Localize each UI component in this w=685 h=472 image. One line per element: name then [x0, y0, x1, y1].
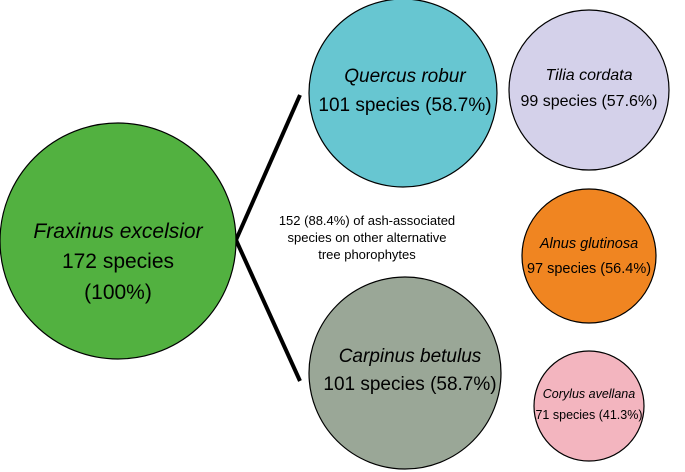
alnus-node: Alnus glutinosa 97 species (56.4%): [521, 188, 657, 324]
overlap-note-line-3: tree phorophytes: [318, 247, 416, 262]
fraxinus-circle: [0, 122, 237, 360]
tilia-node: Tilia cordata 99 species (57.6%): [508, 9, 670, 171]
quercus-count: 101 species (58.7%): [318, 95, 491, 116]
alnus-name: Alnus glutinosa: [539, 236, 638, 252]
quercus-name: Quercus robur: [344, 66, 466, 87]
carpinus-count: 101 species (58.7%): [323, 374, 496, 395]
fraxinus-percent: (100%): [84, 281, 152, 304]
fraxinus-name: Fraxinus excelsior: [33, 220, 203, 243]
corylus-count: 71 species (41.3%): [535, 408, 642, 422]
alnus-circle: [521, 188, 657, 324]
connector-to-carpinus: [234, 239, 302, 382]
corylus-circle: [533, 350, 645, 462]
overlap-note-line-2: species on other alternative: [288, 230, 447, 245]
carpinus-circle: [308, 276, 502, 470]
fraxinus-node: Fraxinus excelsior 172 species (100%): [0, 122, 237, 360]
quercus-circle: [308, 0, 498, 188]
corylus-name: Corylus avellana: [543, 387, 635, 401]
overlap-note: 152 (88.4%) of ash-associated species on…: [279, 213, 455, 262]
tilia-name: Tilia cordata: [545, 67, 632, 84]
quercus-node: Quercus robur 101 species (58.7%): [308, 0, 498, 188]
overlap-note-line-1: 152 (88.4%) of ash-associated: [279, 213, 455, 228]
connector-to-quercus: [234, 94, 302, 241]
fraxinus-count: 172 species: [62, 250, 174, 273]
tilia-circle: [508, 9, 670, 171]
carpinus-name: Carpinus betulus: [339, 346, 482, 367]
alnus-count: 97 species (56.4%): [527, 261, 651, 277]
corylus-node: Corylus avellana 71 species (41.3%): [533, 350, 645, 462]
tilia-count: 99 species (57.6%): [521, 93, 658, 110]
connector-lines: [234, 94, 302, 382]
carpinus-node: Carpinus betulus 101 species (58.7%): [308, 276, 502, 470]
